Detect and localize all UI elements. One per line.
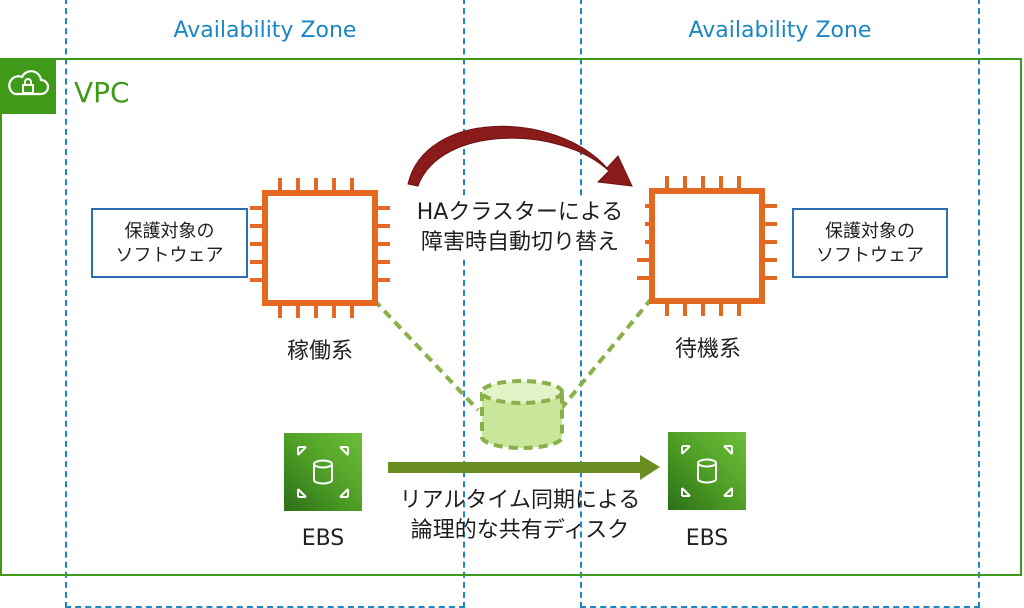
- software-box-right-line1: 保護対象の: [825, 221, 915, 242]
- sync-label-line2: 論理的な共有ディスク: [410, 518, 630, 543]
- software-box-left-line2: ソフトウェア: [115, 245, 224, 266]
- software-box-right-line2: ソフトウェア: [816, 245, 924, 266]
- ec2-instance-icon-active: [250, 178, 390, 318]
- failover-label: HAクラスターによる 障害時自動切り替え: [395, 198, 645, 258]
- ebs-label-left: EBS: [301, 526, 345, 551]
- failover-label-line1: HAクラスターによる: [416, 200, 624, 225]
- vpc-label: VPC: [74, 76, 130, 109]
- ebs-volume-icon-left: [284, 433, 362, 511]
- sync-label-line1: リアルタイム同期による: [399, 488, 641, 513]
- software-box-left: 保護対象の ソフトウェア: [91, 208, 248, 278]
- sync-arrow: [388, 455, 660, 480]
- software-box-right: 保護対象の ソフトウェア: [792, 208, 948, 278]
- failover-arrow: [407, 125, 633, 187]
- software-box-left-line1: 保護対象の: [124, 221, 215, 242]
- az-label-left: Availability Zone: [173, 18, 357, 43]
- active-instance-label: 稼働系: [286, 339, 353, 364]
- cloud-lock-icon: [0, 58, 56, 114]
- failover-label-line2: 障害時自動切り替え: [420, 230, 619, 255]
- vpc-boundary: [0, 58, 1022, 576]
- standby-instance-label: 待機系: [674, 337, 741, 362]
- ec2-instance-icon-standby: [637, 176, 777, 316]
- link-active-to-disk: [372, 298, 480, 412]
- ebs-label-right: EBS: [685, 526, 729, 551]
- shared-disk-icon: [480, 379, 564, 450]
- ebs-volume-icon-right: [668, 432, 746, 510]
- az-label-right: Availability Zone: [688, 18, 872, 43]
- sync-label: リアルタイム同期による 論理的な共有ディスク: [395, 486, 645, 546]
- link-standby-to-disk: [558, 296, 654, 412]
